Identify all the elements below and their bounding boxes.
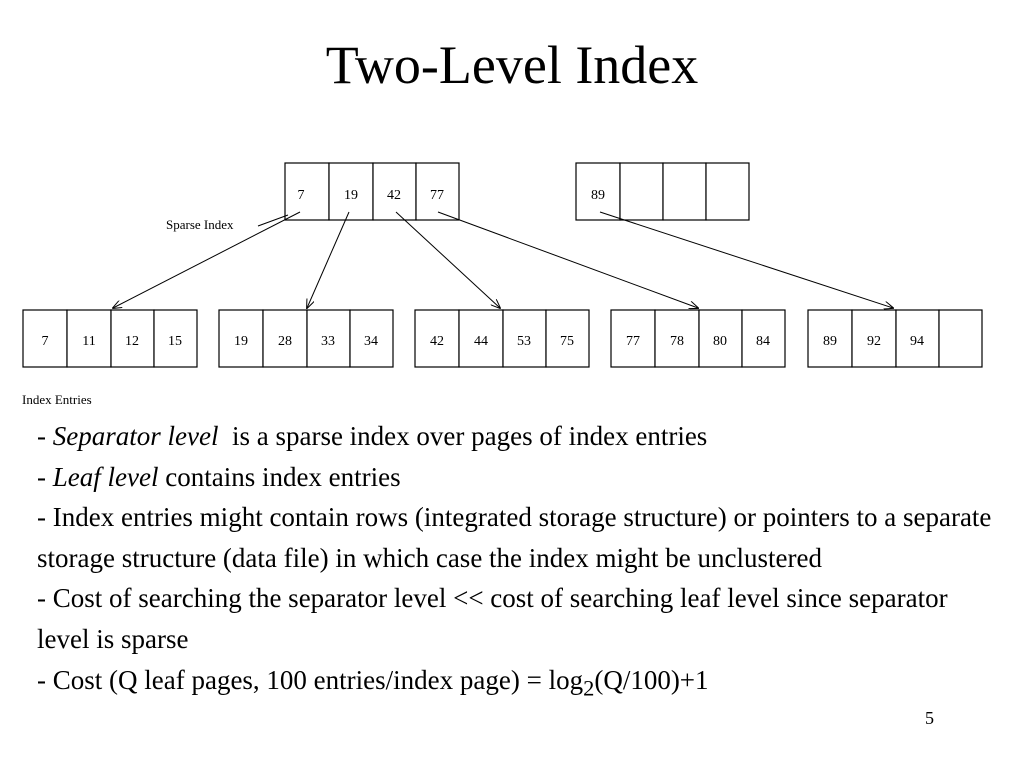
leaf-key: 53 [517,334,531,349]
bullet-cost-formula: - Cost (Q leaf pages, 100 entries/index … [37,660,997,709]
leaf-key: 78 [670,334,684,349]
bullet-search-cost: - Cost of searching the separator level … [37,583,948,654]
leaf-key: 19 [234,334,248,349]
separator-key: 89 [591,188,605,203]
bullet-separator-level: - Separator level is a sparse index over… [37,416,997,457]
leaf-key: 89 [823,334,837,349]
leaf-key: 33 [321,334,335,349]
slide-title: Two-Level Index [325,35,699,95]
leaf-key: 15 [168,334,182,349]
bullet-text: contains index entries [158,461,401,492]
slide-body: - Separator level is a sparse index over… [37,416,997,709]
bullet-dash: - [37,421,53,451]
term-separator-level: Separator level [52,421,219,451]
leaf-key: 34 [364,334,378,349]
leaf-key: 94 [910,334,924,349]
leaf-key: 84 [756,334,770,349]
page-number: 5 [925,708,934,728]
bullet-index-entries: - Index entries might contain rows (inte… [37,502,992,573]
bullet-leaf-level: - Leaf level contains index entries [37,457,997,498]
leaf-key: 42 [430,334,444,349]
separator-key: 77 [430,188,444,203]
separator-key: 42 [387,188,401,203]
leaf-key: 92 [867,334,881,349]
formula-prefix: - Cost (Q leaf pages, 100 entries/index … [37,664,584,695]
leaf-key: 11 [82,334,95,349]
leaf-key: 75 [560,334,574,349]
leaf-key: 28 [278,334,292,349]
term-leaf-level: Leaf level [52,461,159,492]
pointer-arrow [307,211,350,308]
pointer-arrow [437,211,698,308]
two-level-index-diagram: 7 19 42 77 89 Sparse Index 7 11 12 15 19… [22,162,983,407]
separator-key: 7 [298,188,305,203]
leaf-key: 12 [125,334,139,349]
pointer-arrow [599,211,893,308]
bullet-text: is a sparse index over pages of index en… [218,421,708,451]
leaf-page-1: 7 11 12 15 [22,309,198,368]
index-entries-label: Index Entries [22,392,92,407]
separator-key: 19 [344,188,358,203]
separator-node-2: 89 [575,162,750,221]
leaf-key: 7 [42,334,49,349]
label-connector [257,214,289,227]
leaf-page-4: 77 78 80 84 [610,309,786,368]
separator-node-1: 7 19 42 77 [284,162,460,221]
pointer-arrow [113,211,301,308]
leaf-page-5: 89 92 94 [807,309,983,368]
formula-suffix: (Q/100)+1 [594,664,709,695]
leaf-key: 77 [626,334,640,349]
leaf-page-2: 19 28 33 34 [218,309,394,368]
formula-subscript: 2 [583,674,595,700]
pointer-arrow [395,211,500,308]
leaf-key: 80 [713,334,727,349]
leaf-key: 44 [474,334,488,349]
bullet-dash: - [37,461,53,492]
sparse-index-label: Sparse Index [166,217,234,232]
leaf-page-3: 42 44 53 75 [414,309,590,368]
